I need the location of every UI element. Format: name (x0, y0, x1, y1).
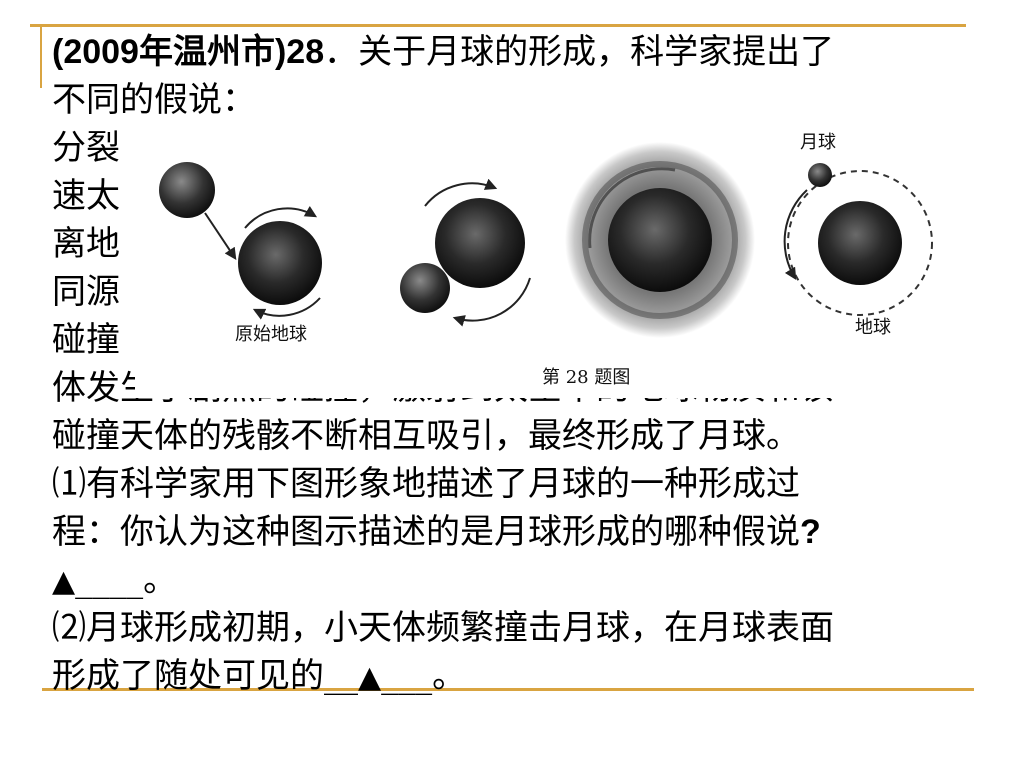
intro-line-2: 不同的假说： (52, 80, 256, 120)
orbit-arrow (783, 189, 808, 281)
hypothesis-line-3: 离地 (52, 224, 120, 264)
bottom-rule (42, 688, 974, 691)
question-1-line-2: 程：你认为这种图示描述的是月球形成的哪种假说? (52, 508, 982, 556)
question-2-line-2: 形成了随处可见的__▲___。 (52, 652, 982, 700)
left-rule (40, 24, 42, 88)
impactor-body (159, 162, 215, 218)
answer-blank-1[interactable]: ____ (75, 560, 144, 600)
question-1-text: 程：你认为这种图示描述的是月球形成的哪种假说 (52, 512, 800, 552)
moon (808, 163, 832, 187)
question-intro: ．关于月球的形成，科学家提出了 (324, 32, 835, 72)
panel-moon-orbit: 月球 地球 (783, 132, 933, 338)
answer-blank-2-right[interactable]: ___ (381, 656, 433, 696)
moon-formation-figure: 原始地球 月球 地球 第 28 题图 (135, 128, 980, 398)
colliding-impactor (400, 263, 450, 313)
hypothesis-fission: 分裂 (52, 128, 120, 168)
answer-end-2: 。 (432, 656, 467, 696)
panel-collision (400, 178, 531, 327)
original-earth (238, 221, 322, 305)
rotation-arrow-bottom (252, 297, 321, 320)
label-earth: 地球 (855, 317, 891, 338)
impactor-path-arrow (204, 212, 237, 260)
top-rule (30, 24, 966, 27)
earth (818, 201, 902, 285)
question-source: (2009年温州市) (52, 33, 287, 71)
answer-triangle-1: ▲ (52, 564, 76, 599)
hypothesis-coformation: 同源 (52, 272, 120, 312)
rotation-arrow-top (244, 205, 318, 229)
question-2-text: 形成了随处可见的 (52, 656, 324, 696)
debris-earth (608, 188, 712, 292)
panel-debris-cloud (565, 142, 755, 338)
label-original-earth: 原始地球 (235, 324, 307, 345)
question-mark: ? (800, 513, 821, 551)
label-moon: 月球 (800, 132, 836, 153)
collision-arrow-top (424, 178, 498, 207)
answer-triangle-2: ▲ (358, 660, 382, 695)
question-1-answer: ▲____。 (52, 556, 982, 604)
hypothesis-impact: 碰撞 (52, 320, 120, 360)
hypothesis-line-2: 速太 (52, 176, 120, 216)
figure-caption: 第 28 题图 (542, 367, 630, 388)
panel-impactor-approach: 原始地球 (159, 162, 322, 345)
question-number: 28 (286, 33, 325, 71)
collision-arrow-bottom (452, 277, 531, 327)
impact-description-line-2: 碰撞天体的残骸不断相互吸引，最终形成了月球。 (52, 416, 800, 456)
question-1-line-1: ⑴有科学家用下图形象地描述了月球的一种形成过 (52, 464, 800, 504)
colliding-earth (435, 198, 525, 288)
answer-blank-2-left[interactable]: __ (324, 656, 358, 696)
orbit-path (787, 170, 933, 316)
answer-end-1: 。 (143, 560, 178, 600)
question-header: (2009年温州市)28．关于月球的形成，科学家提出了 (52, 28, 982, 76)
question-2-line-1: ⑵月球形成初期，小天体频繁撞击月球，在月球表面 (52, 608, 834, 648)
